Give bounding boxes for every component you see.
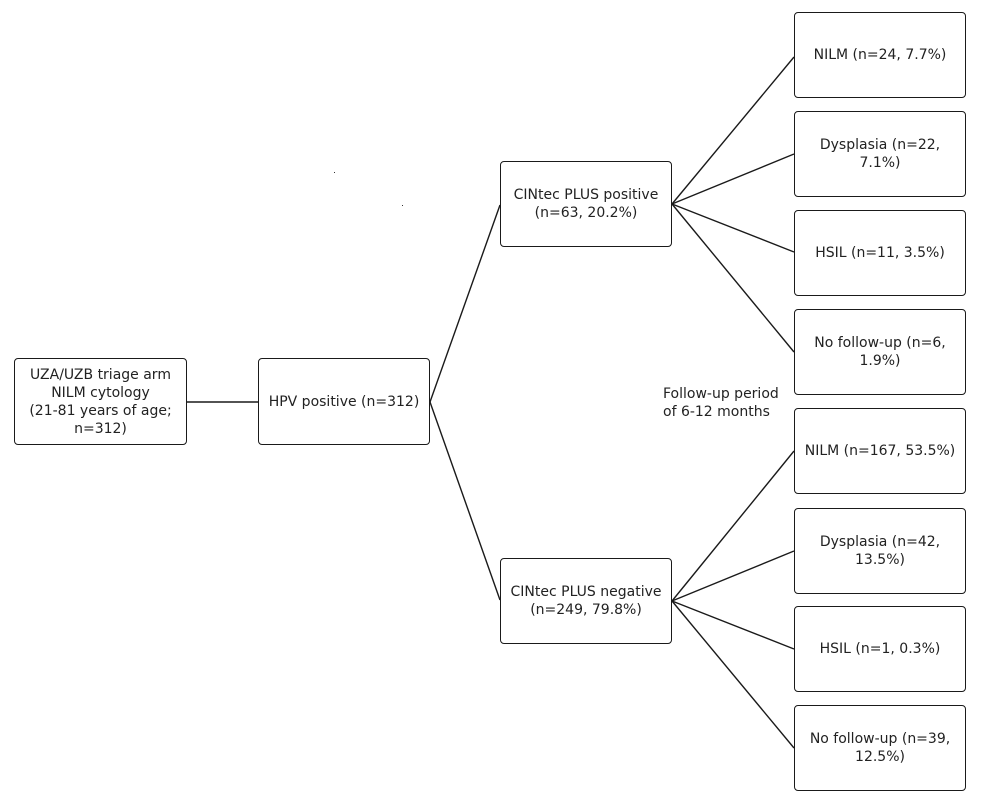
cintec-positive-label: CINtec PLUS positive (n=63, 20.2%) [513, 187, 659, 221]
outcome-label: HSIL (n=11, 3.5%) [815, 245, 945, 261]
cintec-positive-node: CINtec PLUS positive (n=63, 20.2%) [500, 161, 672, 247]
hpv-positive-node: HPV positive (n=312) [258, 358, 430, 445]
outcome-label: Dysplasia (n=42, 13.5%) [819, 534, 941, 568]
negative-outcome-nilm: NILM (n=167, 53.5%) [794, 408, 966, 494]
cintec-negative-label: CINtec PLUS negative (n=249, 79.8%) [510, 584, 662, 618]
hpv-node-label: HPV positive (n=312) [268, 393, 420, 410]
outcome-label: No follow-up (n=6, 1.9%) [814, 335, 946, 369]
stray-dot [334, 172, 335, 173]
root-node-triage-arm: UZA/UZB triage arm NILM cytology (21-81 … [14, 358, 187, 445]
outcome-label: HSIL (n=1, 0.3%) [819, 641, 941, 657]
negative-outcome-no-followup: No follow-up (n=39, 12.5%) [794, 705, 966, 791]
cintec-negative-node: CINtec PLUS negative (n=249, 79.8%) [500, 558, 672, 644]
connector-negative-nilm [671, 450, 795, 602]
cropped-figure-caption [0, 0, 982, 6]
positive-outcome-nilm: NILM (n=24, 7.7%) [794, 12, 966, 98]
connector-positive-nofollowup [671, 203, 795, 353]
root-node-label: UZA/UZB triage arm NILM cytology (21-81 … [29, 366, 172, 437]
negative-outcome-hsil: HSIL (n=1, 0.3%) [794, 606, 966, 692]
outcome-label: No follow-up (n=39, 12.5%) [809, 731, 951, 765]
outcome-label: Dysplasia (n=22, 7.1%) [819, 137, 941, 171]
positive-outcome-no-followup: No follow-up (n=6, 1.9%) [794, 309, 966, 395]
positive-outcome-dysplasia: Dysplasia (n=22, 7.1%) [794, 111, 966, 197]
negative-outcome-dysplasia: Dysplasia (n=42, 13.5%) [794, 508, 966, 594]
connector-hpv-negative [429, 401, 501, 601]
outcome-label: NILM (n=167, 53.5%) [804, 443, 956, 459]
connector-hpv-positive [429, 204, 501, 403]
connector-positive-nilm [671, 56, 795, 205]
connector-negative-hsil [671, 600, 795, 650]
connector-negative-dysplasia [671, 550, 795, 602]
connector-negative-nofollowup [671, 600, 795, 749]
stray-dot [402, 205, 403, 206]
followup-period-note: Follow-up period of 6-12 months [663, 386, 779, 420]
outcome-label: NILM (n=24, 7.7%) [813, 47, 947, 63]
connector-positive-hsil [671, 203, 795, 253]
positive-outcome-hsil: HSIL (n=11, 3.5%) [794, 210, 966, 296]
connector-positive-dysplasia [671, 153, 795, 205]
